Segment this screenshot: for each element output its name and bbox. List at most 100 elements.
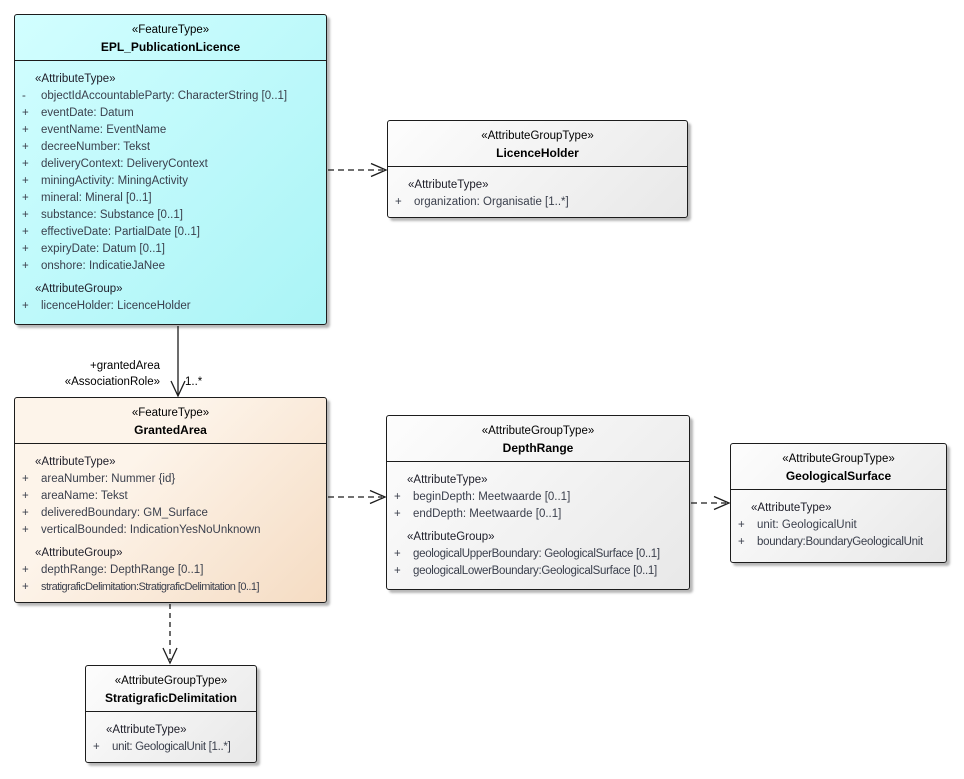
- dependency-arrowhead-stratigraficdelimitation: [162, 647, 178, 665]
- class-header: «AttributeGroupType» DepthRange: [387, 416, 689, 462]
- class-box-depthrange[interactable]: «AttributeGroupType» DepthRange «Attribu…: [386, 415, 690, 590]
- class-header: «AttributeGroupType» LicenceHolder: [388, 121, 687, 167]
- attribute-type-section-label: «AttributeType»: [35, 456, 116, 468]
- attributes-compartment: «AttributeType» +unit: GeologicalUnit +b…: [731, 490, 946, 551]
- class-box-epl-publicationlicence[interactable]: «FeatureType» EPL_PublicationLicence «At…: [14, 14, 327, 325]
- attribute-row: +onshore: IndicatieJaNee: [15, 258, 326, 275]
- attribute-text: unit: GeologicalUnit [1..*]: [112, 741, 231, 753]
- attribute-text: verticalBounded: IndicationYesNoUnknown: [41, 524, 261, 536]
- visibility-sign: +: [22, 524, 29, 536]
- attribute-row: +unit: GeologicalUnit: [731, 517, 946, 534]
- attributes-compartment: «AttributeType» + unit: GeologicalUnit [1…: [86, 712, 256, 756]
- attribute-row: + verticalBounded: IndicationYesNoUnknown: [15, 522, 326, 539]
- attributes-compartment: «AttributeType» + beginDepth: Meetwaarde …: [387, 462, 689, 580]
- class-name: LicenceHolder: [496, 146, 579, 160]
- attribute-text: expiryDate: Datum [0..1]: [41, 243, 165, 255]
- attribute-row: + decreeNumber: Tekst: [15, 139, 326, 156]
- attribute-row: + areaName: Tekst: [15, 488, 326, 505]
- visibility-sign: +: [22, 124, 29, 136]
- attributes-compartment: «AttributeType» +organization: Organisat…: [388, 167, 687, 211]
- class-box-geologicalsurface[interactable]: «AttributeGroupType» GeologicalSurface «…: [730, 443, 947, 563]
- class-header: «AttributeGroupType» StratigraficDelimit…: [86, 666, 256, 712]
- visibility-sign: +: [22, 175, 29, 187]
- visibility-sign: +: [22, 209, 29, 221]
- attribute-text: licenceHolder: LicenceHolder: [41, 300, 191, 312]
- dependency-arrowhead-geologicalsurface: [713, 495, 731, 511]
- visibility-sign: +: [22, 226, 29, 238]
- attribute-group-section-label: «AttributeGroup»: [35, 547, 123, 559]
- attribute-row: + beginDepth: Meetwaarde [0..1]: [387, 489, 689, 506]
- attribute-text: areaNumber: Nummer {id}: [41, 473, 176, 485]
- attribute-text: deliveryContext: DeliveryContext: [41, 158, 208, 170]
- attribute-text: geologicalUpperBoundary: GeologicalSurfa…: [413, 548, 660, 560]
- attribute-text: eventName: EventName: [41, 124, 167, 136]
- class-header: «FeatureType» GrantedArea: [15, 398, 326, 444]
- class-name: StratigraficDelimitation: [104, 691, 238, 705]
- dependency-arrowhead-depthrange: [369, 489, 387, 505]
- visibility-sign: +: [394, 565, 401, 577]
- attributes-compartment: «AttributeType» + areaNumber: Nummer {id}…: [15, 444, 326, 596]
- visibility-sign: +: [22, 107, 29, 119]
- attribute-type-section-label: «AttributeType»: [407, 474, 488, 486]
- attribute-group-section-label: «AttributeGroup»: [35, 283, 123, 295]
- class-name: EPL_PublicationLicence: [100, 40, 241, 54]
- attribute-row: + boundary:BoundaryGeologicalUnit: [731, 534, 946, 551]
- attribute-text: decreeNumber: Tekst: [41, 141, 151, 153]
- attribute-text: areaName: Tekst: [41, 490, 128, 502]
- attribute-row: +endDepth: Meetwaarde [0..1]: [387, 506, 689, 523]
- attribute-text: stratigraficDelimitation:StratigraficDel…: [41, 581, 260, 593]
- stereotype-label: «FeatureType»: [131, 407, 210, 419]
- visibility-sign: -: [22, 90, 26, 102]
- visibility-sign: +: [22, 243, 29, 255]
- stereotype-label: «AttributeGroupType»: [481, 425, 595, 437]
- visibility-sign: +: [22, 490, 29, 502]
- attribute-row: + geologicalLowerBoundary:GeologicalSurfa…: [387, 563, 689, 580]
- attribute-text: depthRange: DepthRange [0..1]: [41, 564, 204, 576]
- attribute-text: beginDepth: Meetwaarde [0..1]: [413, 491, 571, 503]
- visibility-sign: +: [22, 141, 29, 153]
- attribute-row: + deliveryContext: DeliveryContext: [15, 156, 326, 173]
- class-box-stratigraficdelimitation[interactable]: «AttributeGroupType» StratigraficDelimit…: [85, 665, 257, 763]
- visibility-sign: +: [738, 536, 745, 548]
- attribute-type-section-label: «AttributeType»: [106, 724, 187, 736]
- visibility-sign: +: [93, 741, 100, 753]
- attribute-text: deliveredBoundary: GM_Surface: [41, 507, 208, 519]
- attribute-row: + depthRange: DepthRange [0..1]: [15, 562, 326, 579]
- class-name: DepthRange: [502, 441, 574, 455]
- attribute-text: substance: Substance [0..1]: [41, 209, 183, 221]
- visibility-sign: +: [22, 564, 29, 576]
- stereotype-label: «FeatureType»: [131, 24, 210, 36]
- class-name: GrantedArea: [134, 423, 207, 437]
- visibility-sign: +: [394, 508, 401, 520]
- class-name: GeologicalSurface: [785, 469, 892, 483]
- attribute-text: boundary:BoundaryGeologicalUnit: [757, 536, 923, 548]
- attribute-text: geologicalLowerBoundary:GeologicalSurfac…: [413, 565, 657, 577]
- visibility-sign: +: [22, 158, 29, 170]
- attribute-row: +mineral: Mineral [0..1]: [15, 190, 326, 207]
- attribute-row: + expiryDate: Datum [0..1]: [15, 241, 326, 258]
- attribute-row: + substance: Substance [0..1]: [15, 207, 326, 224]
- class-header: «FeatureType» EPL_PublicationLicence: [15, 15, 326, 61]
- attribute-row: + eventName: EventName: [15, 122, 326, 139]
- visibility-sign: +: [394, 491, 401, 503]
- attribute-text: eventDate: Datum: [41, 107, 134, 119]
- attribute-text: miningActivity: MiningActivity: [41, 175, 188, 187]
- visibility-sign: +: [738, 519, 745, 531]
- visibility-sign: +: [394, 548, 401, 560]
- class-box-licenceholder[interactable]: «AttributeGroupType» LicenceHolder «Attr…: [387, 120, 688, 218]
- attribute-row: +licenceHolder: LicenceHolder: [15, 298, 326, 315]
- visibility-sign: +: [22, 473, 29, 485]
- stereotype-label: «AttributeGroupType»: [782, 453, 895, 465]
- attribute-group-section-label: «AttributeGroup»: [407, 531, 495, 543]
- visibility-sign: +: [22, 581, 29, 593]
- attribute-row: + stratigraficDelimitation:StratigraficDe…: [15, 579, 326, 596]
- attribute-text: organization: Organisatie [1..*]: [414, 196, 569, 208]
- attribute-text: objectIdAccountableParty: CharacterStrin…: [41, 90, 288, 102]
- attribute-row: +organization: Organisatie [1..*]: [388, 194, 687, 211]
- stereotype-label: «AttributeGroupType»: [481, 130, 594, 142]
- class-box-grantedarea[interactable]: «FeatureType» GrantedArea «AttributeType…: [14, 397, 327, 603]
- attribute-type-section-label: «AttributeType»: [35, 73, 116, 85]
- association-multiplicity: 1..*: [185, 376, 203, 388]
